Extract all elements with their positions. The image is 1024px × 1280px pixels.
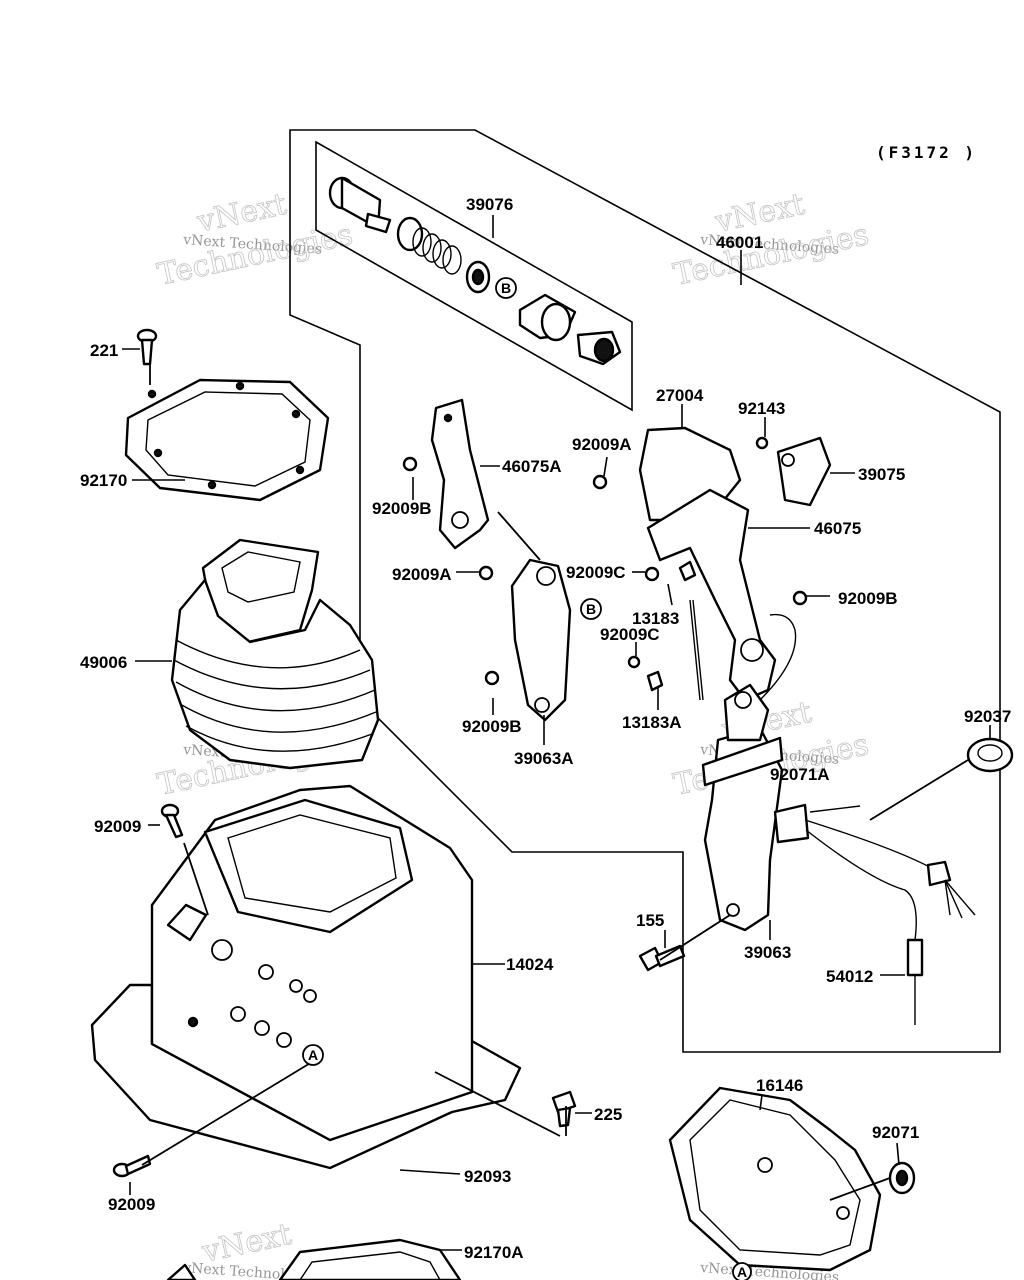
diagram-code: (F3172 ) [876, 143, 977, 162]
grommet-92071 [888, 1161, 916, 1195]
part-label-92009-2: 92009 [108, 1195, 155, 1214]
part-label-39063: 39063 [744, 943, 791, 962]
part-label-27004: 27004 [656, 386, 704, 405]
part-label-39076: 39076 [466, 195, 513, 214]
screw-221 [136, 328, 158, 366]
part-label-92009A-1: 92009A [572, 435, 632, 454]
bolt-155 [638, 944, 686, 972]
part-label-92009C-2: 92009C [600, 625, 660, 644]
cable-13183 [646, 560, 704, 701]
ref-mark-b-upper: B [495, 277, 517, 299]
part-label-92009B-1: 92009B [372, 499, 432, 518]
lever-39063 [701, 613, 797, 932]
part-label-46075: 46075 [814, 519, 861, 538]
part-label-92170A: 92170A [464, 1243, 524, 1262]
part-label-92009B-3: 92009B [462, 717, 522, 736]
arm-46075 [646, 488, 777, 702]
cover-16146 [668, 1086, 882, 1272]
screw-225 [551, 1090, 577, 1128]
part-label-92093: 92093 [464, 1167, 511, 1186]
part-label-92009A-2: 92009A [392, 565, 452, 584]
part-label-92071: 92071 [872, 1123, 919, 1142]
shaft-kit [328, 176, 622, 366]
small-screws [402, 436, 808, 686]
ref-mark-b-lower: B [580, 598, 602, 620]
switch-harness-54012 [773, 803, 976, 1025]
ref-mark-a-lower-label: A [737, 1264, 747, 1280]
part-label-92170: 92170 [80, 471, 127, 490]
part-label-14024: 14024 [506, 955, 554, 974]
part-label-92009-1: 92009 [94, 817, 141, 836]
part-label-46075A: 46075A [502, 457, 562, 476]
part-label-92071A: 92071A [770, 765, 830, 784]
ref-mark-a-upper-label: A [308, 1047, 318, 1063]
part-labels: 39076 46001 221 92170 27004 92143 92009A… [80, 195, 1011, 1262]
part-label-39063A: 39063A [514, 749, 574, 768]
part-label-49006: 49006 [80, 653, 127, 672]
screw-92009-lower [112, 1154, 152, 1178]
ref-mark-a-upper: A [302, 1044, 324, 1066]
watermark-large-1b: Technologies [154, 217, 355, 293]
assembly-outline [289, 129, 1001, 1053]
subassembly-outline [315, 140, 633, 412]
screw-92009-upper [160, 803, 184, 839]
part-label-46001: 46001 [716, 233, 763, 252]
gasket-92170 [124, 378, 330, 502]
bracket-46075A [430, 398, 490, 550]
housing-14024 [90, 784, 522, 1170]
part-label-155: 155 [636, 911, 664, 930]
part-label-16146: 16146 [756, 1076, 803, 1095]
watermark-large-5a: vNext [198, 1217, 294, 1270]
part-label-92009B-2: 92009B [838, 589, 898, 608]
part-label-39075: 39075 [858, 465, 905, 484]
part-label-92037: 92037 [964, 707, 1011, 726]
leader-lines [122, 215, 991, 1251]
part-label-13183: 13183 [632, 609, 679, 628]
part-label-92009C-1: 92009C [566, 563, 626, 582]
part-label-13183A: 13183A [622, 713, 682, 732]
part-label-225: 225 [594, 1105, 622, 1124]
lever-39063A [510, 558, 572, 722]
cover-39075 [776, 436, 832, 507]
part-label-54012: 54012 [826, 967, 873, 986]
part-label-221: 221 [90, 341, 118, 360]
gasket-92170A [166, 1238, 462, 1280]
part-label-92143: 92143 [738, 399, 785, 418]
ref-mark-a-lower: A [732, 1262, 752, 1280]
boot-49006 [170, 538, 380, 770]
ref-mark-b-upper-label: B [501, 280, 511, 296]
ref-mark-b-lower-label: B [586, 601, 596, 617]
clip-92037 [966, 737, 1014, 773]
